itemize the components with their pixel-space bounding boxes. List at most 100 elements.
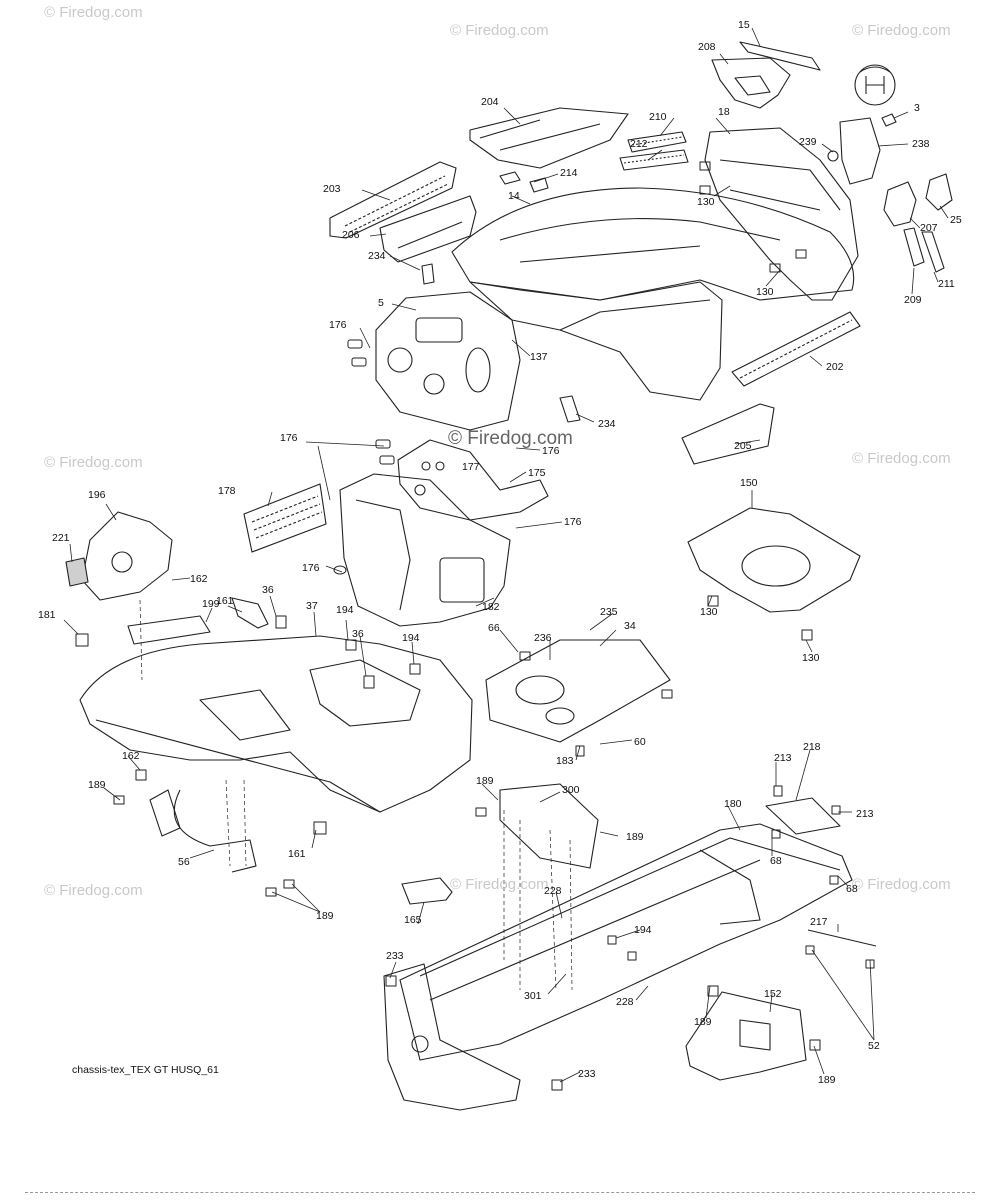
part-199-bracket bbox=[127, 615, 211, 645]
callout-25: 25 bbox=[950, 214, 962, 226]
callout-130-c: 130 bbox=[700, 606, 718, 618]
part-15-trim bbox=[739, 41, 821, 71]
part-14-hood bbox=[451, 187, 855, 301]
callout-235: 235 bbox=[600, 606, 618, 618]
callout-176-c: 176 bbox=[542, 445, 560, 457]
bottom-rule bbox=[25, 1192, 975, 1195]
callout-217: 217 bbox=[810, 916, 828, 928]
callout-236: 236 bbox=[534, 632, 552, 644]
part-34-plate bbox=[485, 639, 671, 743]
callout-34: 34 bbox=[624, 620, 636, 632]
callout-66: 66 bbox=[488, 622, 500, 634]
part-5-dashboard bbox=[375, 291, 521, 431]
part-152-guard bbox=[685, 991, 807, 1081]
part-150-shroud bbox=[687, 507, 861, 613]
callout-213-b: 213 bbox=[856, 808, 874, 820]
part-182-dash-body bbox=[339, 473, 511, 627]
part-3-emblem bbox=[881, 113, 897, 127]
callout-209: 209 bbox=[904, 294, 922, 306]
part-212-grille bbox=[619, 149, 689, 171]
part-165-clip bbox=[401, 877, 453, 905]
callout-202: 202 bbox=[826, 361, 844, 373]
callout-56: 56 bbox=[178, 856, 190, 868]
callout-15: 15 bbox=[738, 19, 750, 31]
callout-175: 175 bbox=[528, 467, 546, 479]
callout-205: 205 bbox=[734, 440, 752, 452]
callout-189-e: 189 bbox=[694, 1016, 712, 1028]
callout-233-a: 233 bbox=[386, 950, 404, 962]
part-234-clip-b bbox=[559, 395, 581, 423]
callout-68-b: 68 bbox=[846, 883, 858, 895]
callout-176-e: 176 bbox=[302, 562, 320, 574]
callout-52: 52 bbox=[868, 1040, 880, 1052]
husqvarna-logo bbox=[854, 64, 896, 106]
part-218-bracket bbox=[765, 797, 841, 835]
callout-213-a: 213 bbox=[774, 752, 792, 764]
callout-3: 3 bbox=[914, 102, 920, 114]
callout-212: 212 bbox=[630, 138, 648, 150]
callout-194-a: 194 bbox=[336, 604, 354, 616]
part-202-grille bbox=[731, 311, 861, 387]
callout-14: 14 bbox=[508, 190, 520, 202]
part-234-clip-a bbox=[421, 263, 435, 285]
callout-203: 203 bbox=[323, 183, 341, 195]
part-206-bracket bbox=[379, 195, 477, 263]
callout-177: 177 bbox=[462, 461, 480, 473]
part-161-lever bbox=[231, 597, 269, 629]
callout-211: 211 bbox=[938, 278, 955, 290]
callout-181-a: 181 bbox=[38, 609, 56, 621]
callout-218: 218 bbox=[803, 741, 821, 753]
part-238-bracket bbox=[839, 117, 881, 185]
part-175-bracket bbox=[397, 439, 549, 521]
callout-152: 152 bbox=[764, 988, 782, 1000]
callout-178: 178 bbox=[218, 485, 236, 497]
callout-194-c: 194 bbox=[634, 924, 652, 936]
part-207-bracket bbox=[883, 181, 917, 227]
callout-176-b: 176 bbox=[280, 432, 298, 444]
part-214-clip bbox=[499, 171, 521, 185]
callout-182: 182 bbox=[482, 601, 500, 613]
callout-36-a: 36 bbox=[262, 584, 274, 596]
callout-68-a: 68 bbox=[770, 855, 782, 867]
callout-176-a: 176 bbox=[329, 319, 347, 331]
callout-161-b: 161 bbox=[288, 848, 306, 860]
watermark-top-left: © Firedog.com bbox=[44, 4, 143, 21]
part-177-bolt bbox=[421, 461, 431, 471]
callout-189-b: 189 bbox=[476, 775, 494, 787]
watermark-mid-left: © Firedog.com bbox=[44, 454, 143, 471]
callout-165: 165 bbox=[404, 914, 422, 926]
callout-239: 239 bbox=[799, 136, 817, 148]
part-239-washer bbox=[827, 150, 839, 162]
callout-162-b: 162 bbox=[122, 750, 140, 762]
callout-183: 183 bbox=[556, 755, 574, 767]
diagram-caption: chassis-tex_TEX GT HUSQ_61 bbox=[72, 1064, 219, 1076]
part-209-bracket bbox=[903, 227, 925, 267]
part-204-cover bbox=[469, 107, 629, 169]
callout-234-b: 234 bbox=[598, 418, 616, 430]
part-214-clip-b bbox=[529, 177, 549, 193]
callout-301: 301 bbox=[524, 990, 542, 1002]
callout-36-b: 36 bbox=[352, 628, 364, 640]
callout-208: 208 bbox=[698, 41, 716, 53]
callout-228-a: 228 bbox=[544, 885, 562, 897]
callout-196: 196 bbox=[88, 489, 106, 501]
callout-238: 238 bbox=[912, 138, 930, 150]
part-211-bracket bbox=[921, 231, 945, 273]
callout-130-a: 130 bbox=[697, 196, 715, 208]
watermark-top-center: © Firedog.com bbox=[450, 22, 549, 39]
part-208-bracket bbox=[711, 57, 791, 109]
callout-176-d: 176 bbox=[564, 516, 582, 528]
part-178-grille bbox=[243, 483, 327, 553]
part-205-panel bbox=[681, 403, 775, 465]
callout-194-b: 194 bbox=[402, 632, 420, 644]
callout-189-c: 189 bbox=[626, 831, 644, 843]
callout-180: 180 bbox=[724, 798, 742, 810]
part-221-decal bbox=[65, 557, 89, 587]
part-25-cover bbox=[925, 173, 953, 211]
callout-206: 206 bbox=[342, 229, 360, 241]
callout-189-a: 189 bbox=[88, 779, 106, 791]
callout-234-a: 234 bbox=[368, 250, 386, 262]
callout-210: 210 bbox=[649, 111, 667, 123]
callout-161-a: 161 bbox=[216, 595, 234, 607]
